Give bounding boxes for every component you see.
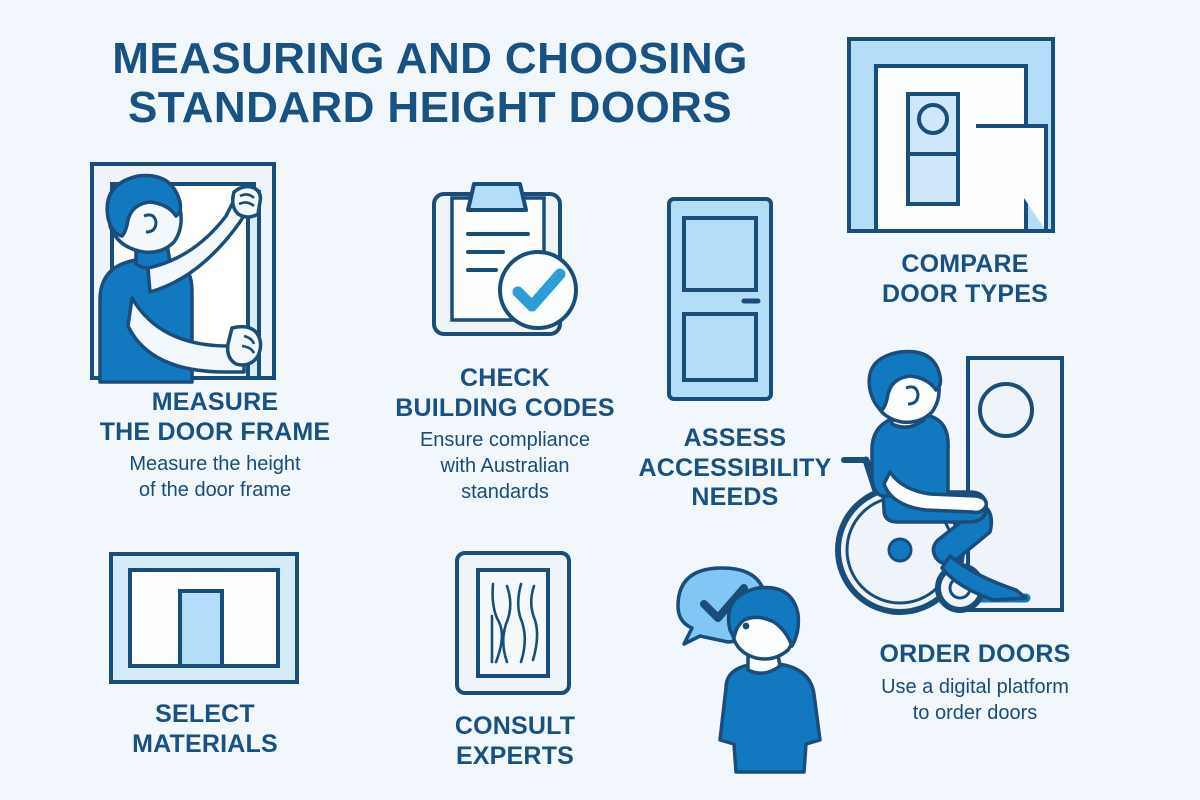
clipboard-check-icon	[428, 180, 588, 340]
step-order-doors-desc: Use a digital platform to order doors	[881, 675, 1069, 724]
step-assess-accessibility-text: ASSESS ACCESSIBILITY NEEDS	[610, 424, 860, 513]
step-check-building-codes-desc: Ensure compliance with Australian standa…	[419, 429, 591, 503]
step-order-doors-text: ORDER DOORS Use a digital platform to or…	[830, 640, 1120, 726]
step-order-doors-title: ORDER DOORS	[879, 640, 1071, 668]
step-measure-door-frame-desc: Measure the height of the door frame	[129, 453, 301, 501]
step-measure-door-frame-text: MEASURE THE DOOR FRAME Measure the heigh…	[40, 388, 390, 503]
door-types-comparison-icon	[846, 36, 1056, 234]
step-assess-accessibility-title: ASSESS ACCESSIBILITY NEEDS	[638, 424, 832, 511]
door-panel-icon	[666, 196, 774, 402]
step-consult-experts-title: CONSULT EXPERTS	[454, 712, 576, 770]
step-compare-door-types-title: COMPARE DOOR TYPES	[882, 250, 1048, 308]
door-frame-materials-icon	[108, 551, 300, 685]
step-consult-experts-text: CONSULT EXPERTS	[390, 712, 640, 771]
wood-grain-door-icon	[454, 550, 572, 696]
page-title-line-1: MEASURING AND CHOOSING	[112, 34, 748, 83]
person-speech-bubble-check-icon	[670, 558, 840, 784]
step-select-materials-text: SELECT MATERIALS	[80, 700, 330, 759]
step-check-building-codes-title: CHECK BUILDING CODES	[395, 364, 615, 422]
wheelchair-person-door-icon	[826, 349, 1098, 615]
person-measuring-door-frame-icon	[88, 160, 288, 384]
step-select-materials-title: SELECT MATERIALS	[132, 700, 278, 758]
step-measure-door-frame-title: MEASURE THE DOOR FRAME	[99, 388, 331, 446]
page-title-line-2: STANDARD HEIGHT DOORS	[127, 83, 733, 133]
step-compare-door-types-text: COMPARE DOOR TYPES	[840, 250, 1090, 309]
step-check-building-codes-text: CHECK BUILDING CODES Ensure compliance w…	[360, 364, 650, 505]
page-title: MEASURING AND CHOOSING STANDARD HEIGHT D…	[60, 34, 800, 133]
